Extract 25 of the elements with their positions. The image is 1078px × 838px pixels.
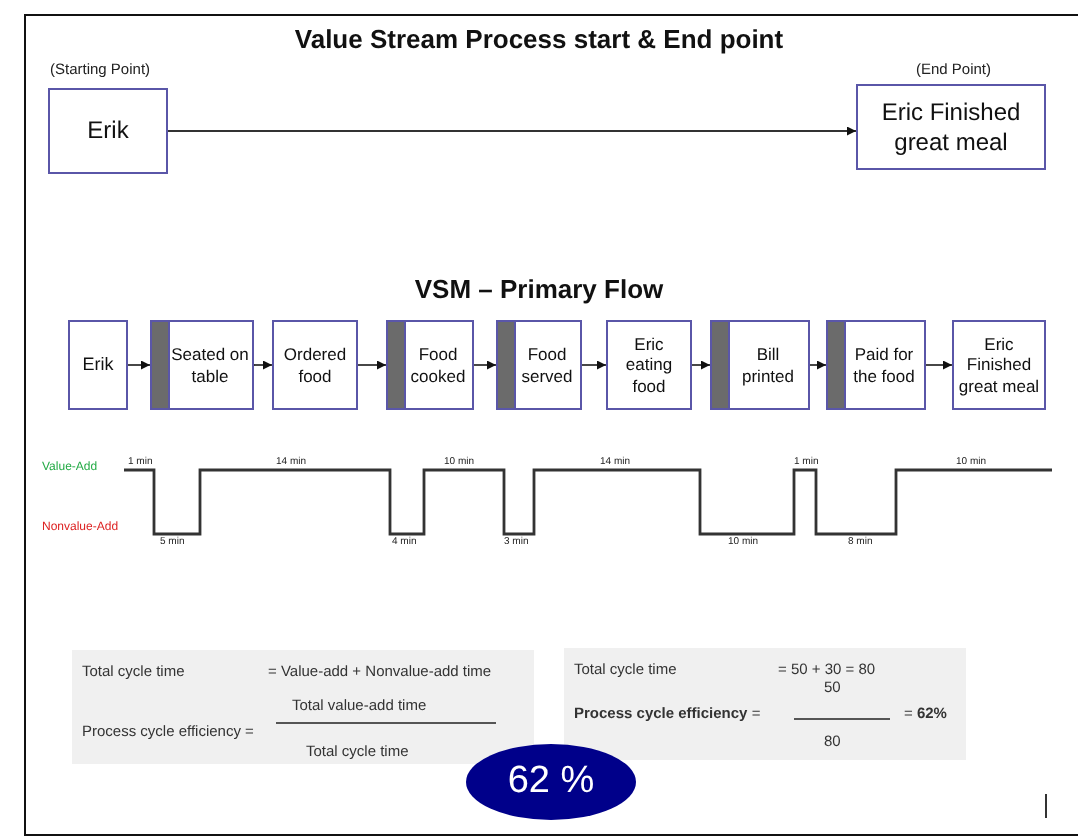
process-box: Eric eating food [606,320,692,410]
process-box: Erik [48,88,168,174]
process-box: Bill printed [710,320,810,410]
arrow [581,360,607,370]
process-box: Paid for the food [826,320,926,410]
process-box: Food cooked [386,320,474,410]
process-box: Eric Finished great meal [952,320,1046,410]
arrow [127,360,151,370]
process-box: Seated on table [150,320,254,410]
arrow [691,360,711,370]
process-box: Ordered food [272,320,358,410]
result-ellipse: 62 % [466,744,636,820]
arrow [473,360,497,370]
process-box: Erik [68,320,128,410]
process-box: Eric Finished great meal [856,84,1046,170]
arrow [357,360,387,370]
section-heading: VSM – Primary Flow [412,274,666,304]
process-box: Food served [496,320,582,410]
title: Value Stream Process start & End point [292,24,786,54]
arrow [253,360,273,370]
formula-panel [72,650,534,764]
arrow [809,360,827,370]
arrow [167,126,857,136]
formula-panel [564,648,966,760]
arrow [925,360,953,370]
